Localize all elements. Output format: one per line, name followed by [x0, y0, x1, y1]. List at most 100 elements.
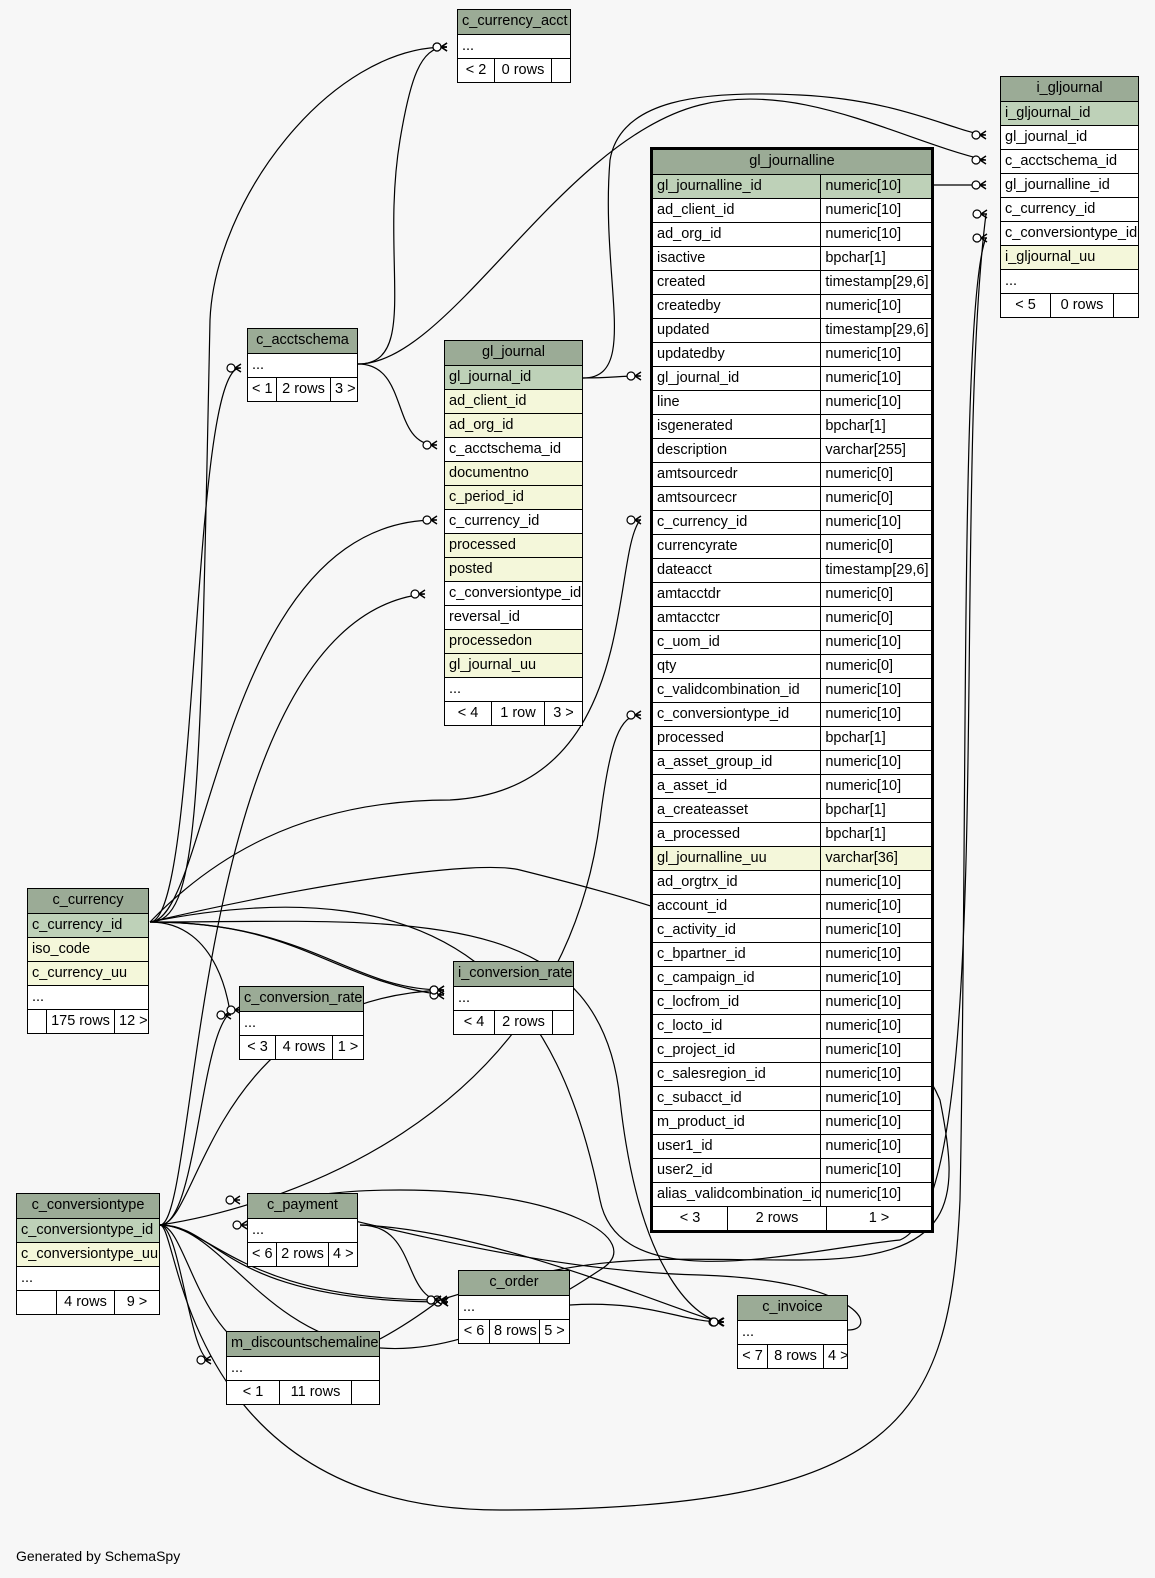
- table-title[interactable]: c_order: [489, 1274, 539, 1290]
- column-row[interactable]: processedon: [445, 629, 582, 653]
- children-link[interactable]: [551, 59, 570, 82]
- column-row[interactable]: c_currency_uu: [28, 961, 148, 985]
- table-title[interactable]: gl_journalline: [749, 153, 835, 169]
- children-link[interactable]: 4 >: [328, 1243, 357, 1266]
- parents-link[interactable]: < 2: [465, 62, 487, 78]
- column-row[interactable]: c_currency_id: [1001, 197, 1138, 221]
- more-columns-row[interactable]: ...: [240, 1011, 363, 1035]
- children-link[interactable]: 1 >: [332, 1036, 363, 1059]
- more-columns-row[interactable]: ...: [28, 985, 148, 1009]
- table-title[interactable]: c_conversiontype: [31, 1197, 145, 1213]
- column-row[interactable]: processed: [445, 533, 582, 557]
- column-row[interactable]: documentno: [445, 461, 582, 485]
- children-link[interactable]: 3 >: [544, 702, 582, 725]
- table-header[interactable]: gl_journal: [445, 341, 582, 365]
- column-row[interactable]: posted: [445, 557, 582, 581]
- table-title[interactable]: c_invoice: [762, 1299, 823, 1315]
- column-row[interactable]: reversal_id: [445, 605, 582, 629]
- column-row[interactable]: c_period_id: [445, 485, 582, 509]
- table-header[interactable]: c_acctschema: [248, 329, 357, 353]
- table-header[interactable]: gl_journalline: [653, 150, 931, 174]
- parents-link[interactable]: [28, 1010, 46, 1033]
- column-row[interactable]: c_currency_id: [445, 509, 582, 533]
- table-title[interactable]: c_payment: [267, 1197, 338, 1213]
- column-row[interactable]: c_acctschema_id: [1001, 149, 1138, 173]
- more-columns-row[interactable]: ...: [248, 1218, 357, 1242]
- more-columns-row[interactable]: ...: [459, 1295, 569, 1319]
- parents-link[interactable]: < 5: [1015, 297, 1036, 313]
- more-columns-row[interactable]: ...: [454, 986, 573, 1010]
- column-row[interactable]: i_gljournal_id: [1001, 101, 1138, 125]
- more-columns-row[interactable]: ...: [1001, 269, 1138, 293]
- table-title[interactable]: c_conversion_rate: [244, 990, 363, 1006]
- children-link[interactable]: 1 >: [826, 1207, 931, 1230]
- children-link[interactable]: 12 >: [114, 1010, 148, 1033]
- table-title[interactable]: i_conversion_rate: [458, 965, 573, 981]
- table-header[interactable]: c_conversion_rate: [240, 987, 363, 1011]
- parents-link[interactable]: < 1: [252, 381, 273, 397]
- table-title[interactable]: c_currency_acct: [462, 13, 568, 29]
- table-title[interactable]: c_acctschema: [256, 332, 349, 348]
- children-link[interactable]: [351, 1381, 379, 1404]
- column-row[interactable]: ad_org_id: [445, 413, 582, 437]
- more-columns-row[interactable]: ...: [17, 1266, 159, 1290]
- column-row[interactable]: gl_journal_id: [445, 365, 582, 389]
- parents-link[interactable]: < 4: [457, 705, 479, 721]
- table-title[interactable]: c_currency: [52, 892, 124, 908]
- parents-link[interactable]: < 6: [252, 1246, 273, 1262]
- column-row[interactable]: ad_client_id: [445, 389, 582, 413]
- table-header[interactable]: i_gljournal: [1001, 77, 1138, 101]
- table-header[interactable]: c_currency: [28, 889, 148, 913]
- children-link[interactable]: 3 >: [330, 378, 357, 401]
- column-row[interactable]: gl_journal_uu: [445, 653, 582, 677]
- table-header[interactable]: i_conversion_rate: [454, 962, 573, 986]
- table-header[interactable]: c_order: [459, 1271, 569, 1295]
- parents-link[interactable]: < 1: [242, 1384, 264, 1400]
- column-row[interactable]: c_conversiontype_id: [17, 1218, 159, 1242]
- table-header[interactable]: c_payment: [248, 1194, 357, 1218]
- more-columns-row[interactable]: ...: [445, 677, 582, 701]
- column-row[interactable]: c_conversiontype_id: [445, 581, 582, 605]
- parents-link[interactable]: < 3: [247, 1039, 268, 1055]
- more-columns-row[interactable]: ...: [248, 353, 357, 377]
- table-title[interactable]: m_discountschemaline: [231, 1335, 379, 1351]
- children-link[interactable]: [552, 1011, 573, 1034]
- table-header[interactable]: m_discountschemaline: [227, 1332, 379, 1356]
